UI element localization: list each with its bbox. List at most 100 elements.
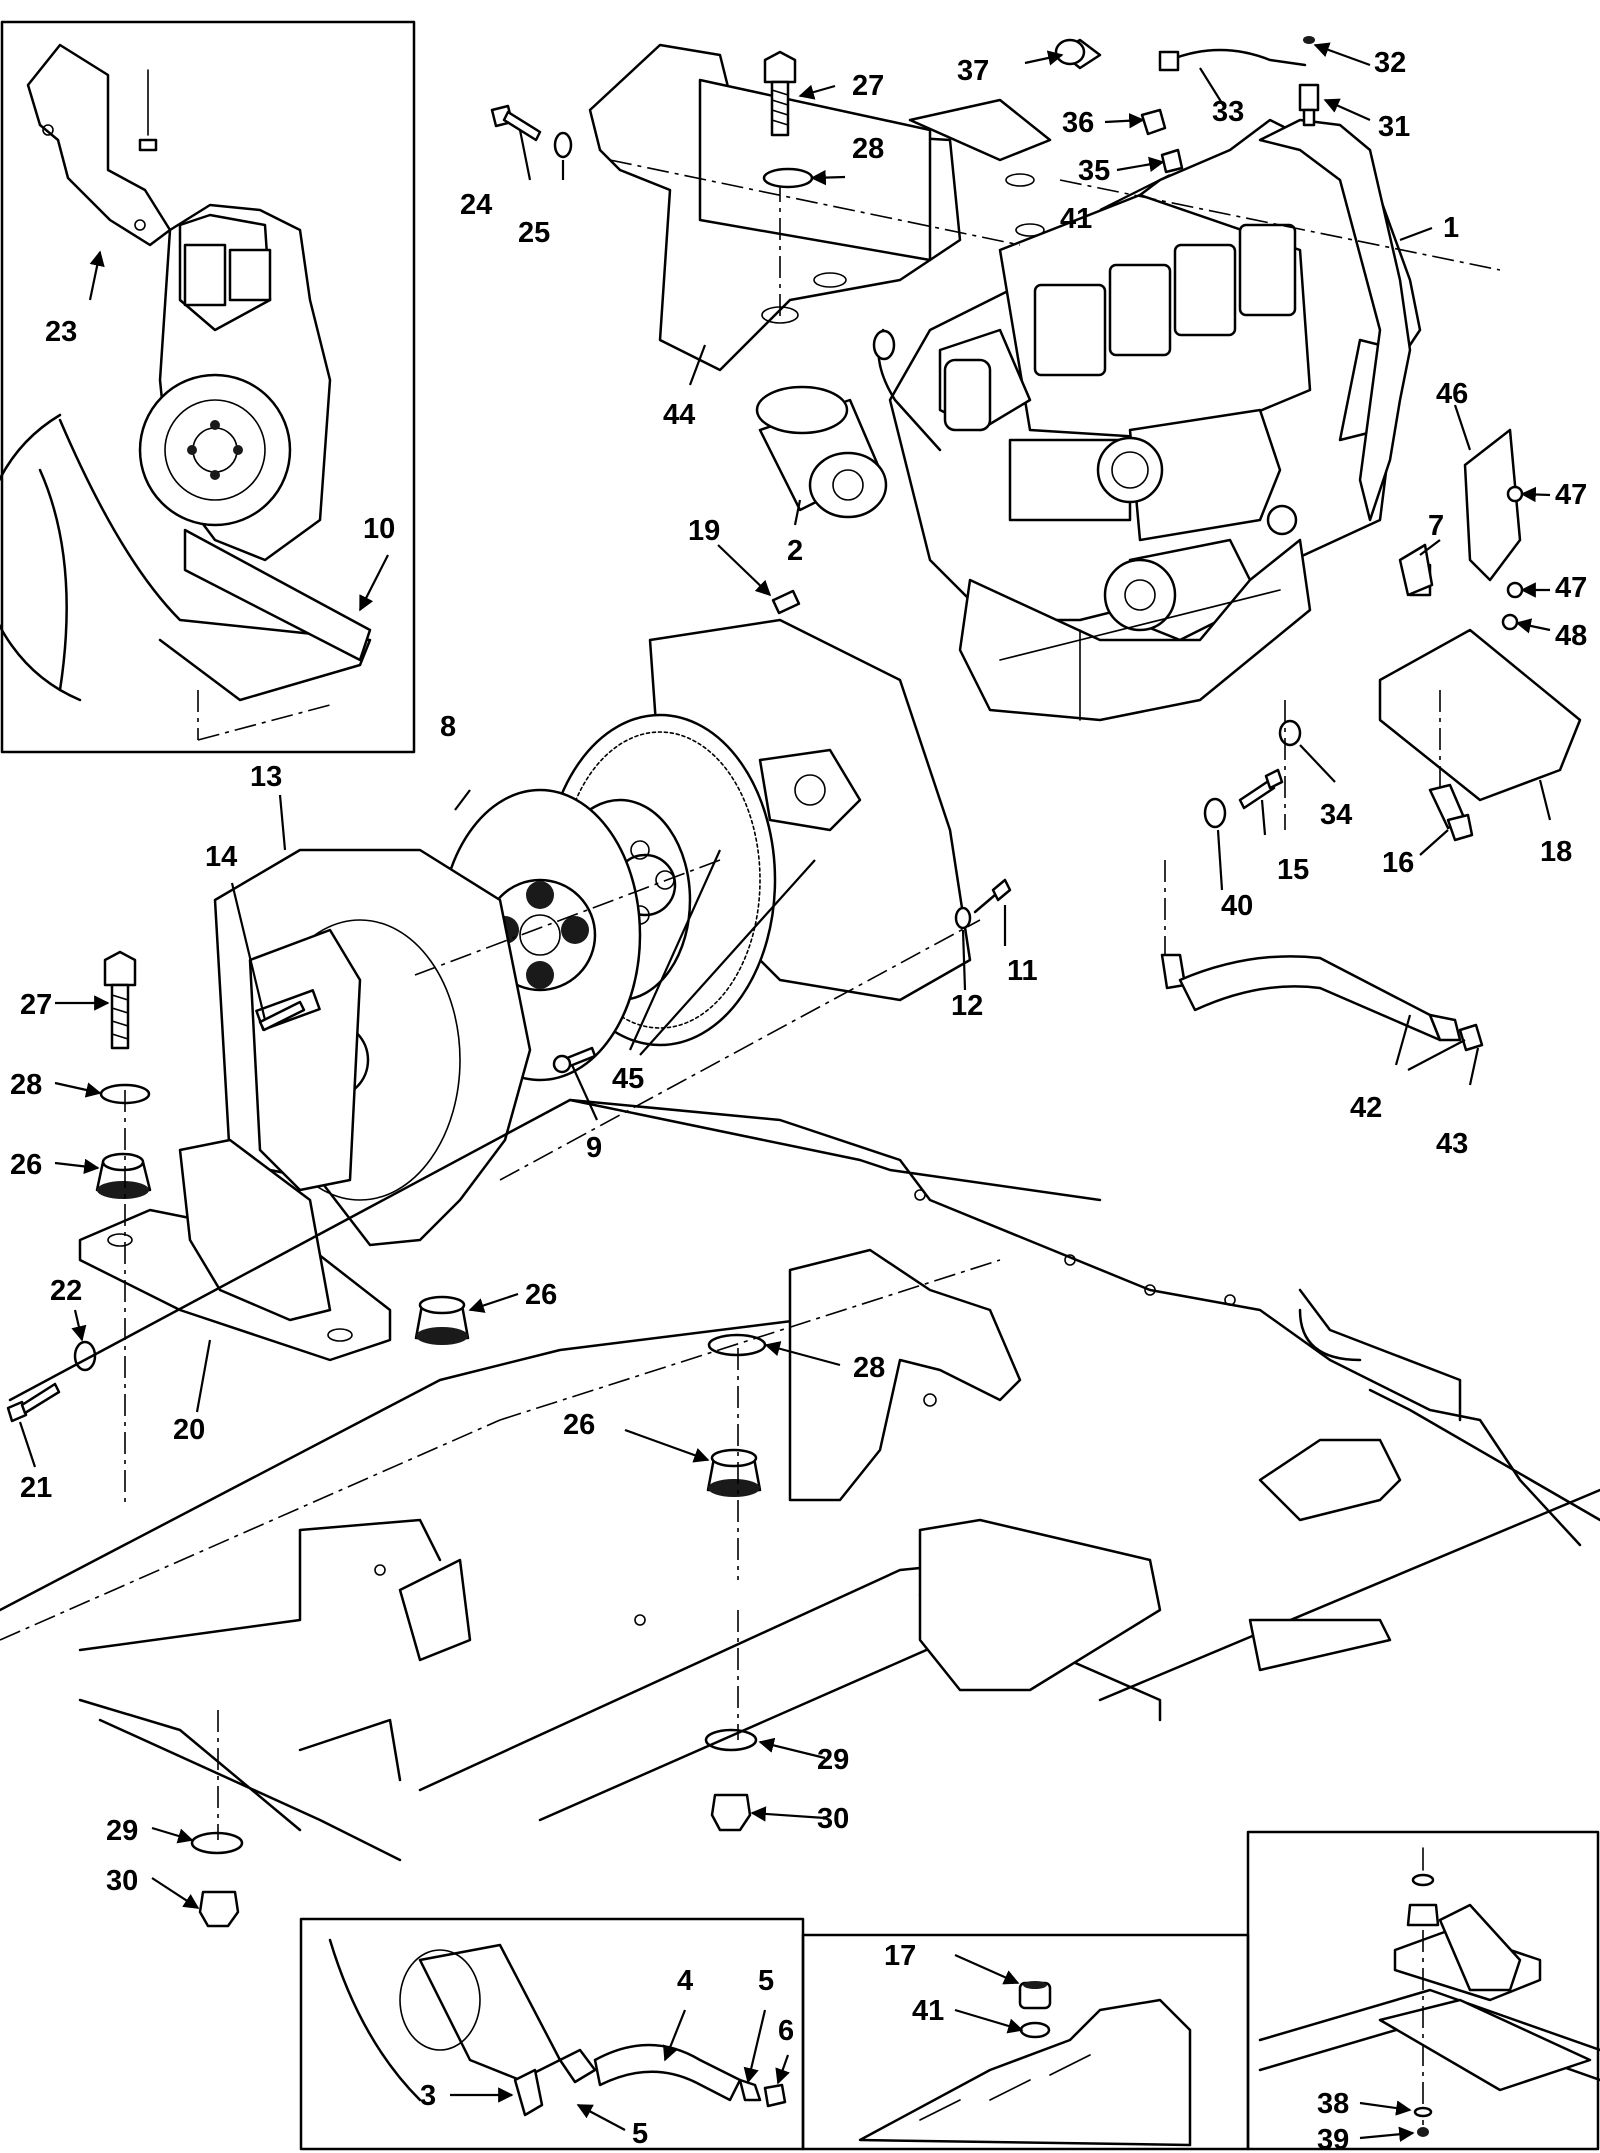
washer-34 [1278, 719, 1302, 747]
rubber-mount-26b [414, 1295, 470, 1345]
callout-26-left: 26 [10, 1149, 42, 1181]
callout-27-top: 27 [852, 70, 884, 102]
callout-20: 20 [173, 1414, 205, 1446]
callout-28-top: 28 [852, 133, 884, 165]
washer-29b [190, 1831, 244, 1855]
callout-41-inset: 41 [912, 1995, 944, 2027]
fitting-36 [1140, 108, 1167, 136]
callout-44: 44 [663, 399, 695, 431]
sensor-19 [771, 589, 801, 615]
callout-6: 6 [778, 2015, 794, 2047]
callout-4: 4 [677, 1965, 693, 1997]
callout-27-left: 27 [20, 989, 52, 1021]
washer-25 [553, 131, 573, 159]
callout-38: 38 [1317, 2088, 1349, 2120]
callout-22: 22 [50, 1275, 82, 1307]
machine-chassis-frame [0, 1098, 1600, 1862]
flywheel-housing-13 [213, 848, 532, 1247]
callout-3: 3 [420, 2080, 436, 2112]
callout-17: 17 [884, 1940, 916, 1972]
sensor-31 [1298, 83, 1320, 127]
callout-31: 31 [1378, 111, 1410, 143]
rubber-mount-26a [95, 1152, 152, 1199]
inset-flywheel-side-view-frame [0, 20, 416, 754]
bolt-9 [552, 1046, 597, 1074]
callout-46: 46 [1436, 378, 1468, 410]
callout-43: 43 [1436, 1128, 1468, 1160]
bolt-11 [973, 878, 1012, 914]
stud-14 [258, 1000, 306, 1032]
washer-40 [1203, 797, 1227, 829]
callout-26-center: 26 [563, 1409, 595, 1441]
inset-flywheel-side-view [0, 43, 372, 741]
nut-30a [710, 1793, 752, 1832]
inset-oil-drain-view-frame [299, 1917, 805, 2151]
callout-29-left: 29 [106, 1815, 138, 1847]
callout-18: 18 [1540, 836, 1572, 868]
callout-29-center: 29 [817, 1744, 849, 1776]
callout-14: 14 [205, 841, 237, 873]
washer-29a [704, 1728, 758, 1752]
bolt-24 [490, 104, 542, 142]
callout-28-center: 28 [853, 1352, 885, 1384]
callout-19: 19 [688, 515, 720, 547]
clip-7 [1398, 543, 1434, 597]
bolt-21 [6, 1382, 61, 1423]
callout-42: 42 [1350, 1092, 1382, 1124]
callout-35: 35 [1078, 155, 1110, 187]
inset-mount-detail-view-frame [1246, 1830, 1600, 2151]
inset-mount-detail-view [1258, 1847, 1600, 2137]
washer-12 [954, 906, 972, 930]
callout-26-mid: 26 [525, 1279, 557, 1311]
bolt-15 [1238, 768, 1284, 810]
shield-18 [1378, 628, 1582, 802]
callout-12: 12 [951, 990, 983, 1022]
callout-34: 34 [1320, 799, 1352, 831]
callout-9: 9 [586, 1132, 602, 1164]
nut-30b [198, 1890, 240, 1928]
callout-37: 37 [957, 55, 989, 87]
callout-2: 2 [787, 535, 803, 567]
callout-8: 8 [440, 711, 456, 743]
mount-bracket-20 [78, 1138, 392, 1362]
callout-33: 33 [1212, 96, 1244, 128]
callout-5-lower: 5 [632, 2118, 648, 2150]
callout-36: 36 [1062, 107, 1094, 139]
bolt-27b [103, 950, 137, 1050]
callout-32: 32 [1374, 47, 1406, 79]
washer-28a [762, 167, 814, 189]
bracket-46 [1463, 428, 1524, 631]
oil-filter-2 [755, 385, 888, 519]
sender-37 [1054, 38, 1102, 70]
callout-45: 45 [612, 1063, 644, 1095]
callout-41-main: 41 [1060, 203, 1092, 235]
fitting-35 [1160, 148, 1184, 174]
inset-oil-drain-view [328, 1938, 787, 2117]
drain-fitting-16 [1428, 783, 1474, 842]
plug-43 [1458, 1023, 1484, 1052]
callout-48: 48 [1555, 620, 1587, 652]
callout-47-upper: 47 [1555, 479, 1587, 511]
callout-13: 13 [250, 761, 282, 793]
cap-32 [1303, 36, 1315, 44]
flywheel-housing-inset [138, 373, 292, 527]
callout-15: 15 [1277, 854, 1309, 886]
callout-40: 40 [1221, 890, 1253, 922]
callout-28-left: 28 [10, 1069, 42, 1101]
callout-11: 11 [1007, 955, 1038, 987]
bolt-27a [763, 50, 797, 137]
callout-16: 16 [1382, 847, 1414, 879]
callout-10: 10 [363, 513, 395, 545]
oil-drain-hose-42 [1160, 953, 1462, 1042]
timing-cover-1 [1258, 118, 1412, 522]
inset-oil-fill-view [858, 1981, 1192, 2147]
leader-lines [18, 42, 1552, 2142]
engine-bracket-23 [26, 43, 172, 247]
callout-25: 25 [518, 217, 550, 249]
callout-47-lower: 47 [1555, 572, 1587, 604]
callout-23: 23 [45, 316, 77, 348]
callout-39: 39 [1317, 2124, 1349, 2153]
callout-labels: 1 2 3 4 5 5 6 7 8 9 10 11 12 13 14 15 16… [10, 47, 1587, 2153]
callout-5-upper: 5 [758, 1965, 774, 1997]
